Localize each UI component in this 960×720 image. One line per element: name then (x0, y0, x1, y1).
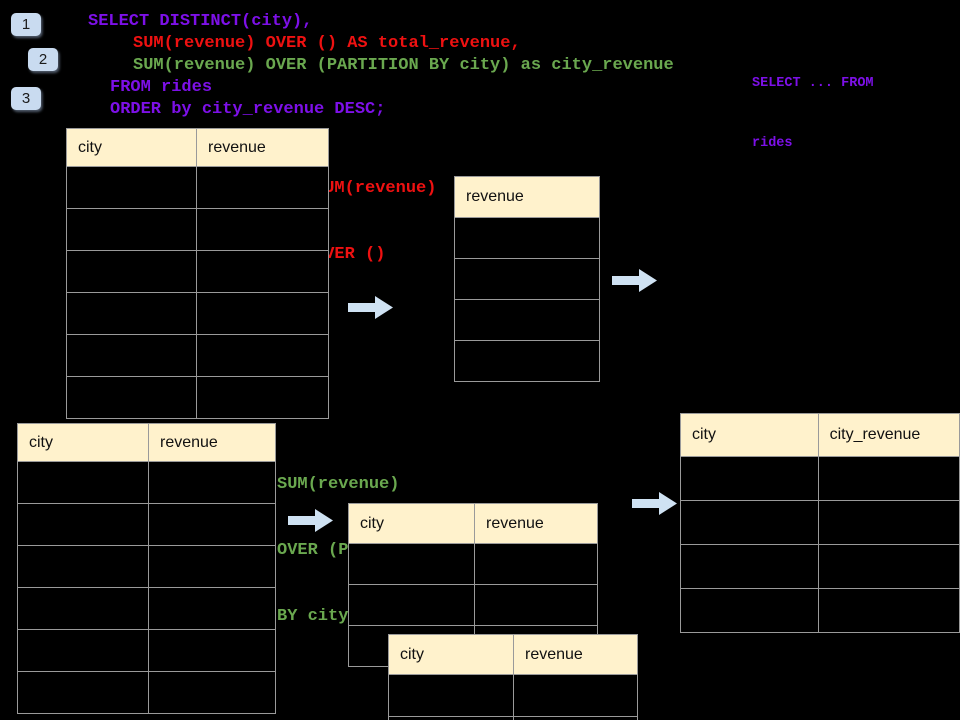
table-partition-overlay: city revenue (388, 634, 638, 720)
table-row (348, 584, 598, 626)
sql-line-from: FROM rides (110, 78, 213, 97)
table-row (388, 716, 638, 720)
partition-annotation-line1: SUM(revenue) (277, 475, 400, 494)
sql-line-total-sum: SUM(revenue) OVER () AS total_revenue, (133, 34, 521, 53)
table-row (454, 258, 600, 300)
table-row (66, 292, 329, 335)
column-header-revenue: revenue (454, 176, 600, 218)
corner-note-line1: SELECT ... FROM (752, 76, 874, 91)
corner-note: SELECT ... FROM rides (752, 34, 874, 194)
column-header-city-revenue: city_revenue (817, 413, 960, 457)
sql-line-order-by: ORDER by city_revenue DESC; (110, 100, 386, 119)
step-badge-3: 3 (11, 87, 41, 110)
arrow-right-icon (348, 296, 393, 319)
total-revenue-annotation: SUM(revenue) OVER () (314, 134, 436, 310)
table-row (17, 629, 276, 672)
step-badge-1: 1 (11, 13, 41, 36)
column-header-city: city (17, 423, 149, 462)
table-row (17, 545, 276, 588)
column-header-revenue: revenue (148, 423, 276, 462)
sql-line-select: SELECT DISTINCT(city), (88, 12, 313, 31)
column-header-city: city (388, 634, 514, 675)
sql-line-partition-sum: SUM(revenue) OVER (PARTITION BY city) as… (133, 56, 674, 75)
total-annotation-line1: SUM(revenue) (314, 179, 437, 198)
corner-note-line2: rides (752, 136, 793, 151)
column-header-revenue: revenue (196, 128, 329, 167)
column-header-city: city (66, 128, 197, 167)
table-row (454, 340, 600, 382)
column-header-city: city (680, 413, 819, 457)
step-badge-2: 2 (28, 48, 58, 71)
table-row (66, 376, 329, 419)
table-row (680, 500, 960, 545)
table-source-bottom: city revenue (17, 423, 276, 714)
table-total-result: revenue (454, 176, 600, 382)
table-row (17, 461, 276, 504)
table-row (388, 674, 638, 717)
table-row (454, 217, 600, 259)
arrow-right-icon (632, 492, 677, 515)
column-header-city: city (348, 503, 475, 544)
table-row (680, 588, 960, 633)
arrow-right-icon (612, 269, 657, 292)
table-source-top: city revenue (66, 128, 329, 419)
table-row (680, 456, 960, 501)
column-header-revenue: revenue (513, 634, 638, 675)
table-row (454, 299, 600, 341)
table-row (680, 544, 960, 589)
table-row (17, 671, 276, 714)
table-row (17, 503, 276, 546)
table-row (66, 166, 329, 209)
table-final-result: city city_revenue (680, 413, 960, 633)
table-row (66, 334, 329, 377)
total-annotation-line2: OVER () (314, 245, 386, 264)
table-row (66, 208, 329, 251)
table-row (17, 587, 276, 630)
table-row (348, 543, 598, 585)
partition-annotation-line3: BY city) (277, 607, 359, 626)
arrow-right-icon (288, 509, 333, 532)
column-header-revenue: revenue (474, 503, 598, 544)
table-row (66, 250, 329, 293)
